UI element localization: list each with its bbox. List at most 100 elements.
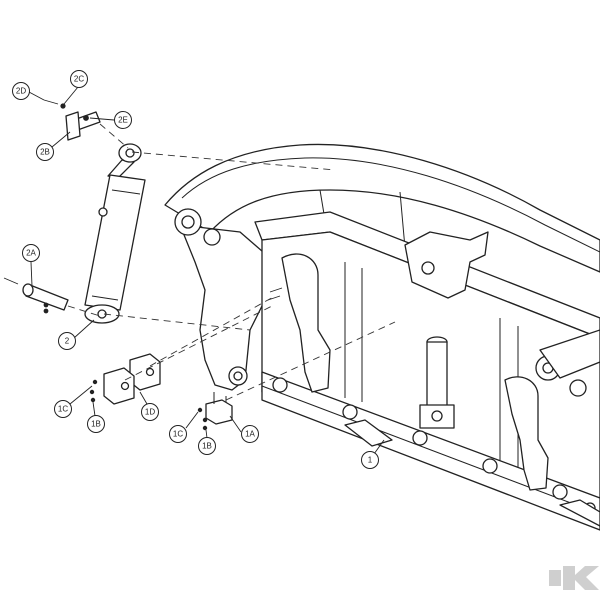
center-cylinder-body [426,341,448,413]
bolt-1c-right [197,407,203,413]
bolt-2d [43,99,59,105]
center-cylinder-pin [431,410,443,422]
beam-bolt [272,377,288,393]
callout-label: 1A [245,430,255,439]
callout-circle [198,437,216,455]
callout-label: 2D [16,87,26,96]
callout-circle [361,451,379,469]
leader-1c-right [185,411,199,429]
rear-upright-plate [179,224,271,391]
assembly-line-rod-eye [131,151,336,171]
beam-bolt [482,458,498,474]
cylinder-barrel-bands [91,189,141,301]
callout-label: 2B [40,148,50,157]
callout-1b-left: 1B [87,415,105,433]
beam-bolts [272,377,596,514]
callouts: 2D 2C 2E 2B 2A 2 1C 1B [12,70,379,469]
leader-1b-right [205,429,208,439]
callout-1c-left: 1C [54,400,72,418]
leader-2e [89,117,115,121]
callout-label: 1D [145,408,155,417]
valve-port [120,381,130,391]
callout-label: 2A [26,249,36,258]
leader-1d [139,391,148,405]
callout-label: 2 [65,337,70,346]
beam-bolt [342,404,358,420]
cylinder-rod-eye-hole [125,148,135,158]
callout-circle [141,403,159,421]
leader-2 [73,319,95,339]
assembly-line-base-eye [103,313,251,331]
beam-bolt [412,430,428,446]
leader-2b [51,131,71,148]
boom-arm-edge [181,157,600,253]
callout-1: 1 [361,451,379,469]
valve-block-1a-studs [213,392,227,404]
nut-left [90,397,96,403]
callout-1c-right: 1C [169,425,187,443]
pin-2a-bolt [3,277,19,285]
logo-bar [549,570,561,586]
callout-2e: 2E [114,111,132,129]
leader-2a [30,261,33,287]
washer-1b-left [89,389,95,395]
leader-lines [28,86,385,455]
valve-block-1a [197,392,233,431]
callout-circle [114,111,132,129]
front-arm-link [539,329,600,379]
callout-circle [12,82,30,100]
callout-label: 1C [58,405,68,414]
assembly-line-valve-lower [124,305,273,381]
washer-1b-right [202,417,208,423]
boom-pivot-hole [181,215,195,229]
beam-bolt [552,484,568,500]
valve-port [145,367,155,377]
logo-mark [563,566,599,590]
callout-label: 1B [91,420,101,429]
pin-2a-head [22,283,34,297]
frame-assembly [164,143,600,531]
assembly-lines [67,123,396,401]
valve-block-lower [103,367,135,405]
frame-boss-upper [203,228,221,246]
callout-circle [169,425,187,443]
center-cylinder [419,336,455,429]
leader-1c-left [69,385,93,405]
callout-circle [58,332,76,350]
assembly-line-pin-2b [99,123,129,149]
top-bracket-pin [421,261,435,275]
frame-foot-right [559,499,600,527]
pin-2b-plate [65,111,81,141]
callout-label: 1B [202,442,212,451]
frame-bottom-beam-edge [261,385,600,515]
callout-label: 2E [118,116,128,125]
leader-2c [63,86,79,105]
leader-1a [229,415,242,433]
callout-2d: 2D [12,82,30,100]
pin-2a-washer [43,302,49,308]
callout-2b: 2B [36,143,54,161]
callout-1b-right: 1B [198,437,216,455]
frame-boss-lower-hole [233,371,243,381]
callout-circle [36,143,54,161]
hydraulic-cylinder [84,143,146,324]
top-bracket [404,231,489,299]
callout-1a: 1A [241,425,259,443]
watermark-logo [549,566,599,590]
cylinder-barrel [84,174,146,311]
callout-2a: 2A [22,244,40,262]
pin-2b-assembly [43,99,101,141]
bolt-1c-left [92,379,98,385]
leader-1 [373,439,385,455]
washer-2c [60,103,66,109]
callout-circle [22,244,40,262]
callout-label: 1C [173,430,183,439]
leader-2d [28,91,45,101]
pin-2a-nut [43,308,49,314]
callout-circle [241,425,259,443]
hook-plate-right [504,376,549,491]
leader-1b-left [92,401,96,417]
pin-2a-assembly [3,277,69,314]
